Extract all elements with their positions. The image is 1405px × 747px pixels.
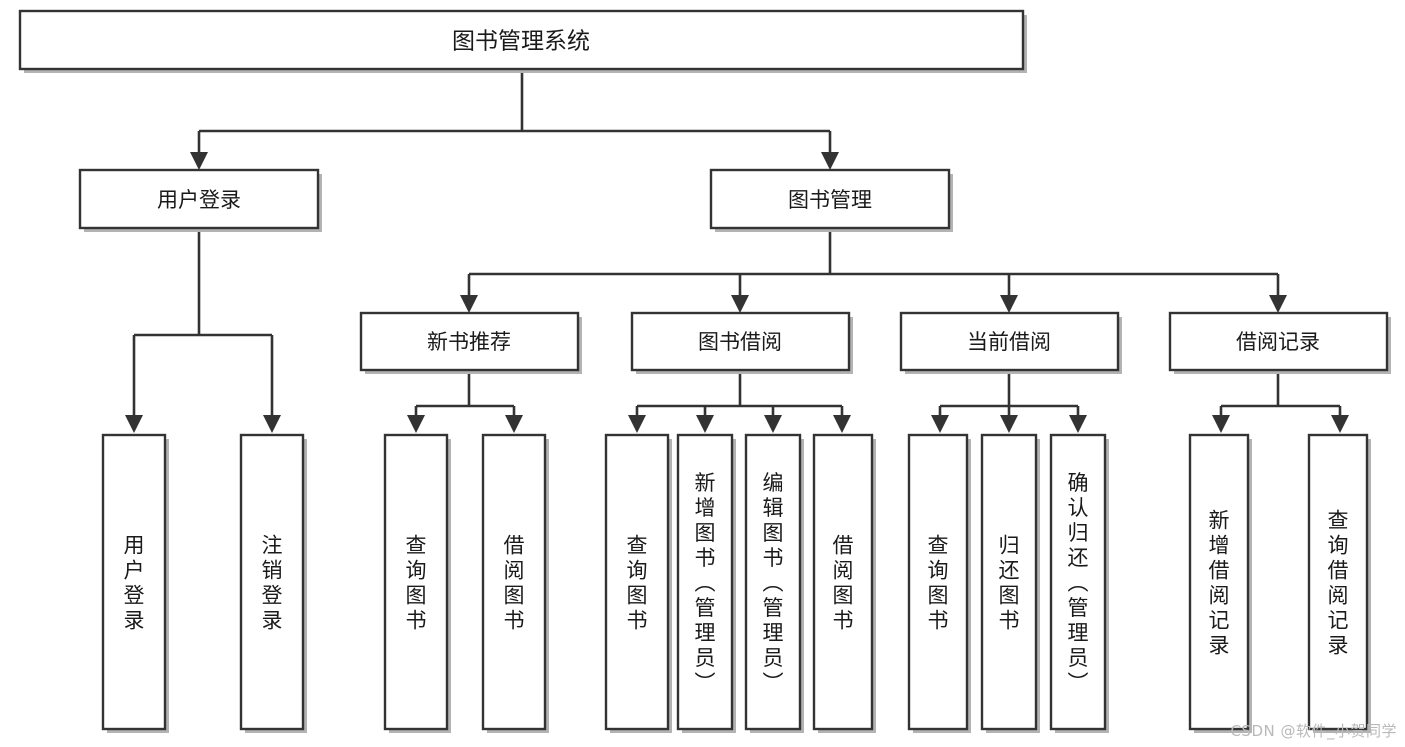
node-book-management-label: 图书管理	[788, 188, 872, 212]
leaf-logout[interactable]: 注销登录	[239, 433, 307, 733]
node-new-book-recommend-box[interactable]	[359, 311, 580, 372]
leaf-query-book-1-label: 查询图书	[406, 534, 427, 633]
arrow-borrow-d1	[628, 415, 646, 433]
arrow-bm-to-record	[1269, 295, 1287, 313]
leaf-return-book-box[interactable]	[980, 433, 1038, 731]
node-user-login-label: 用户登录	[157, 188, 241, 212]
leaf-borrow-book-2[interactable]: 借阅图书	[812, 433, 876, 733]
arrow-borrow-d3	[764, 415, 782, 433]
leaf-query-book-2[interactable]: 查询图书	[604, 433, 672, 733]
leaf-user-login-box[interactable]	[101, 433, 167, 731]
leaf-confirm-return-label: 确认归还︵管理员︶	[1068, 471, 1089, 695]
leaf-user-login-label: 用户登录	[124, 534, 145, 633]
node-user-login-box[interactable]	[78, 168, 320, 230]
node-user-login[interactable]: 用户登录	[78, 168, 322, 232]
node-borrow-record-box[interactable]	[1168, 311, 1389, 372]
leaf-query-book-3-label: 查询图书	[928, 534, 949, 633]
leaf-confirm-return-box[interactable]	[1049, 433, 1107, 731]
node-root-label: 图书管理系统	[452, 29, 590, 55]
arrow-borrow-d2	[696, 415, 714, 433]
arrow-root-to-user-login	[190, 152, 208, 170]
arrow-current-d3	[1069, 415, 1087, 433]
leaf-add-book[interactable]: 新增图书︵管理员︶	[676, 433, 736, 733]
arrow-record-d1	[1212, 415, 1230, 433]
leaf-return-book[interactable]: 归还图书	[980, 433, 1040, 733]
leaf-borrow-book-1-box[interactable]	[481, 433, 547, 731]
arrow-borrow-d4	[833, 415, 851, 433]
leaf-borrow-book-1[interactable]: 借阅图书	[481, 433, 549, 733]
leaf-add-record-box[interactable]	[1188, 433, 1250, 731]
leaf-edit-book[interactable]: 编辑图书︵管理员︶	[744, 433, 804, 733]
leaf-query-book-3[interactable]: 查询图书	[907, 433, 971, 733]
leaf-query-book-1[interactable]: 查询图书	[383, 433, 451, 733]
leaf-query-record-label: 查询借阅记录	[1328, 509, 1349, 658]
node-root-box[interactable]	[18, 9, 1025, 71]
leaf-borrow-book-1-label: 借阅图书	[504, 534, 525, 633]
leaf-edit-book-label: 编辑图书︵管理员︶	[763, 471, 784, 695]
node-new-book-recommend-label: 新书推荐	[427, 330, 511, 354]
node-root[interactable]: 图书管理系统	[18, 9, 1027, 73]
node-current-borrow-label: 当前借阅	[967, 330, 1051, 354]
leaf-confirm-return[interactable]: 确认归还︵管理员︶	[1049, 433, 1109, 733]
node-book-management-box[interactable]	[709, 168, 951, 230]
leaf-logout-label: 注销登录	[262, 534, 283, 633]
node-book-borrow-box[interactable]	[630, 311, 851, 372]
node-book-management[interactable]: 图书管理	[709, 168, 953, 232]
node-current-borrow[interactable]: 当前借阅	[899, 311, 1122, 374]
arrow-root-to-book-management	[821, 152, 839, 170]
arrow-current-d2	[1000, 415, 1018, 433]
leaf-add-record[interactable]: 新增借阅记录	[1188, 433, 1252, 733]
arrow-bm-to-recommend	[460, 295, 478, 313]
node-borrow-record-label: 借阅记录	[1236, 330, 1320, 354]
arrow-record-d2	[1331, 415, 1349, 433]
arrow-user-login-d1	[125, 415, 143, 433]
arrow-recommend-d2	[505, 415, 523, 433]
leaf-add-record-label: 新增借阅记录	[1209, 509, 1230, 658]
node-book-borrow[interactable]: 图书借阅	[630, 311, 853, 374]
leaf-add-book-box[interactable]	[676, 433, 734, 731]
leaf-edit-book-box[interactable]	[744, 433, 802, 731]
node-borrow-record[interactable]: 借阅记录	[1168, 311, 1391, 374]
node-new-book-recommend[interactable]: 新书推荐	[359, 311, 582, 374]
arrow-user-login-d2	[263, 415, 281, 433]
leaf-query-book-2-label: 查询图书	[627, 534, 648, 633]
arrow-bm-to-current	[1000, 295, 1018, 313]
leaf-query-book-1-box[interactable]	[383, 433, 449, 731]
leaf-query-record[interactable]: 查询借阅记录	[1307, 433, 1371, 733]
leaf-borrow-book-2-box[interactable]	[812, 433, 874, 731]
leaf-return-book-label: 归还图书	[999, 534, 1020, 633]
leaf-query-record-box[interactable]	[1307, 433, 1369, 731]
leaf-logout-box[interactable]	[239, 433, 305, 731]
leaf-query-book-2-box[interactable]	[604, 433, 670, 731]
csdn-watermark: CSDN @软件_小贺同学	[1230, 722, 1397, 740]
node-book-borrow-label: 图书借阅	[698, 330, 782, 354]
node-current-borrow-box[interactable]	[899, 311, 1120, 372]
connectors	[125, 69, 1349, 433]
arrow-bm-to-borrow	[731, 295, 749, 313]
arrow-recommend-d1	[407, 415, 425, 433]
leaf-borrow-book-2-label: 借阅图书	[833, 534, 854, 633]
leaf-query-book-3-box[interactable]	[907, 433, 969, 731]
leaf-add-book-label: 新增图书︵管理员︶	[695, 471, 716, 695]
arrow-current-d1	[931, 415, 949, 433]
leaf-user-login[interactable]: 用户登录	[101, 433, 169, 733]
